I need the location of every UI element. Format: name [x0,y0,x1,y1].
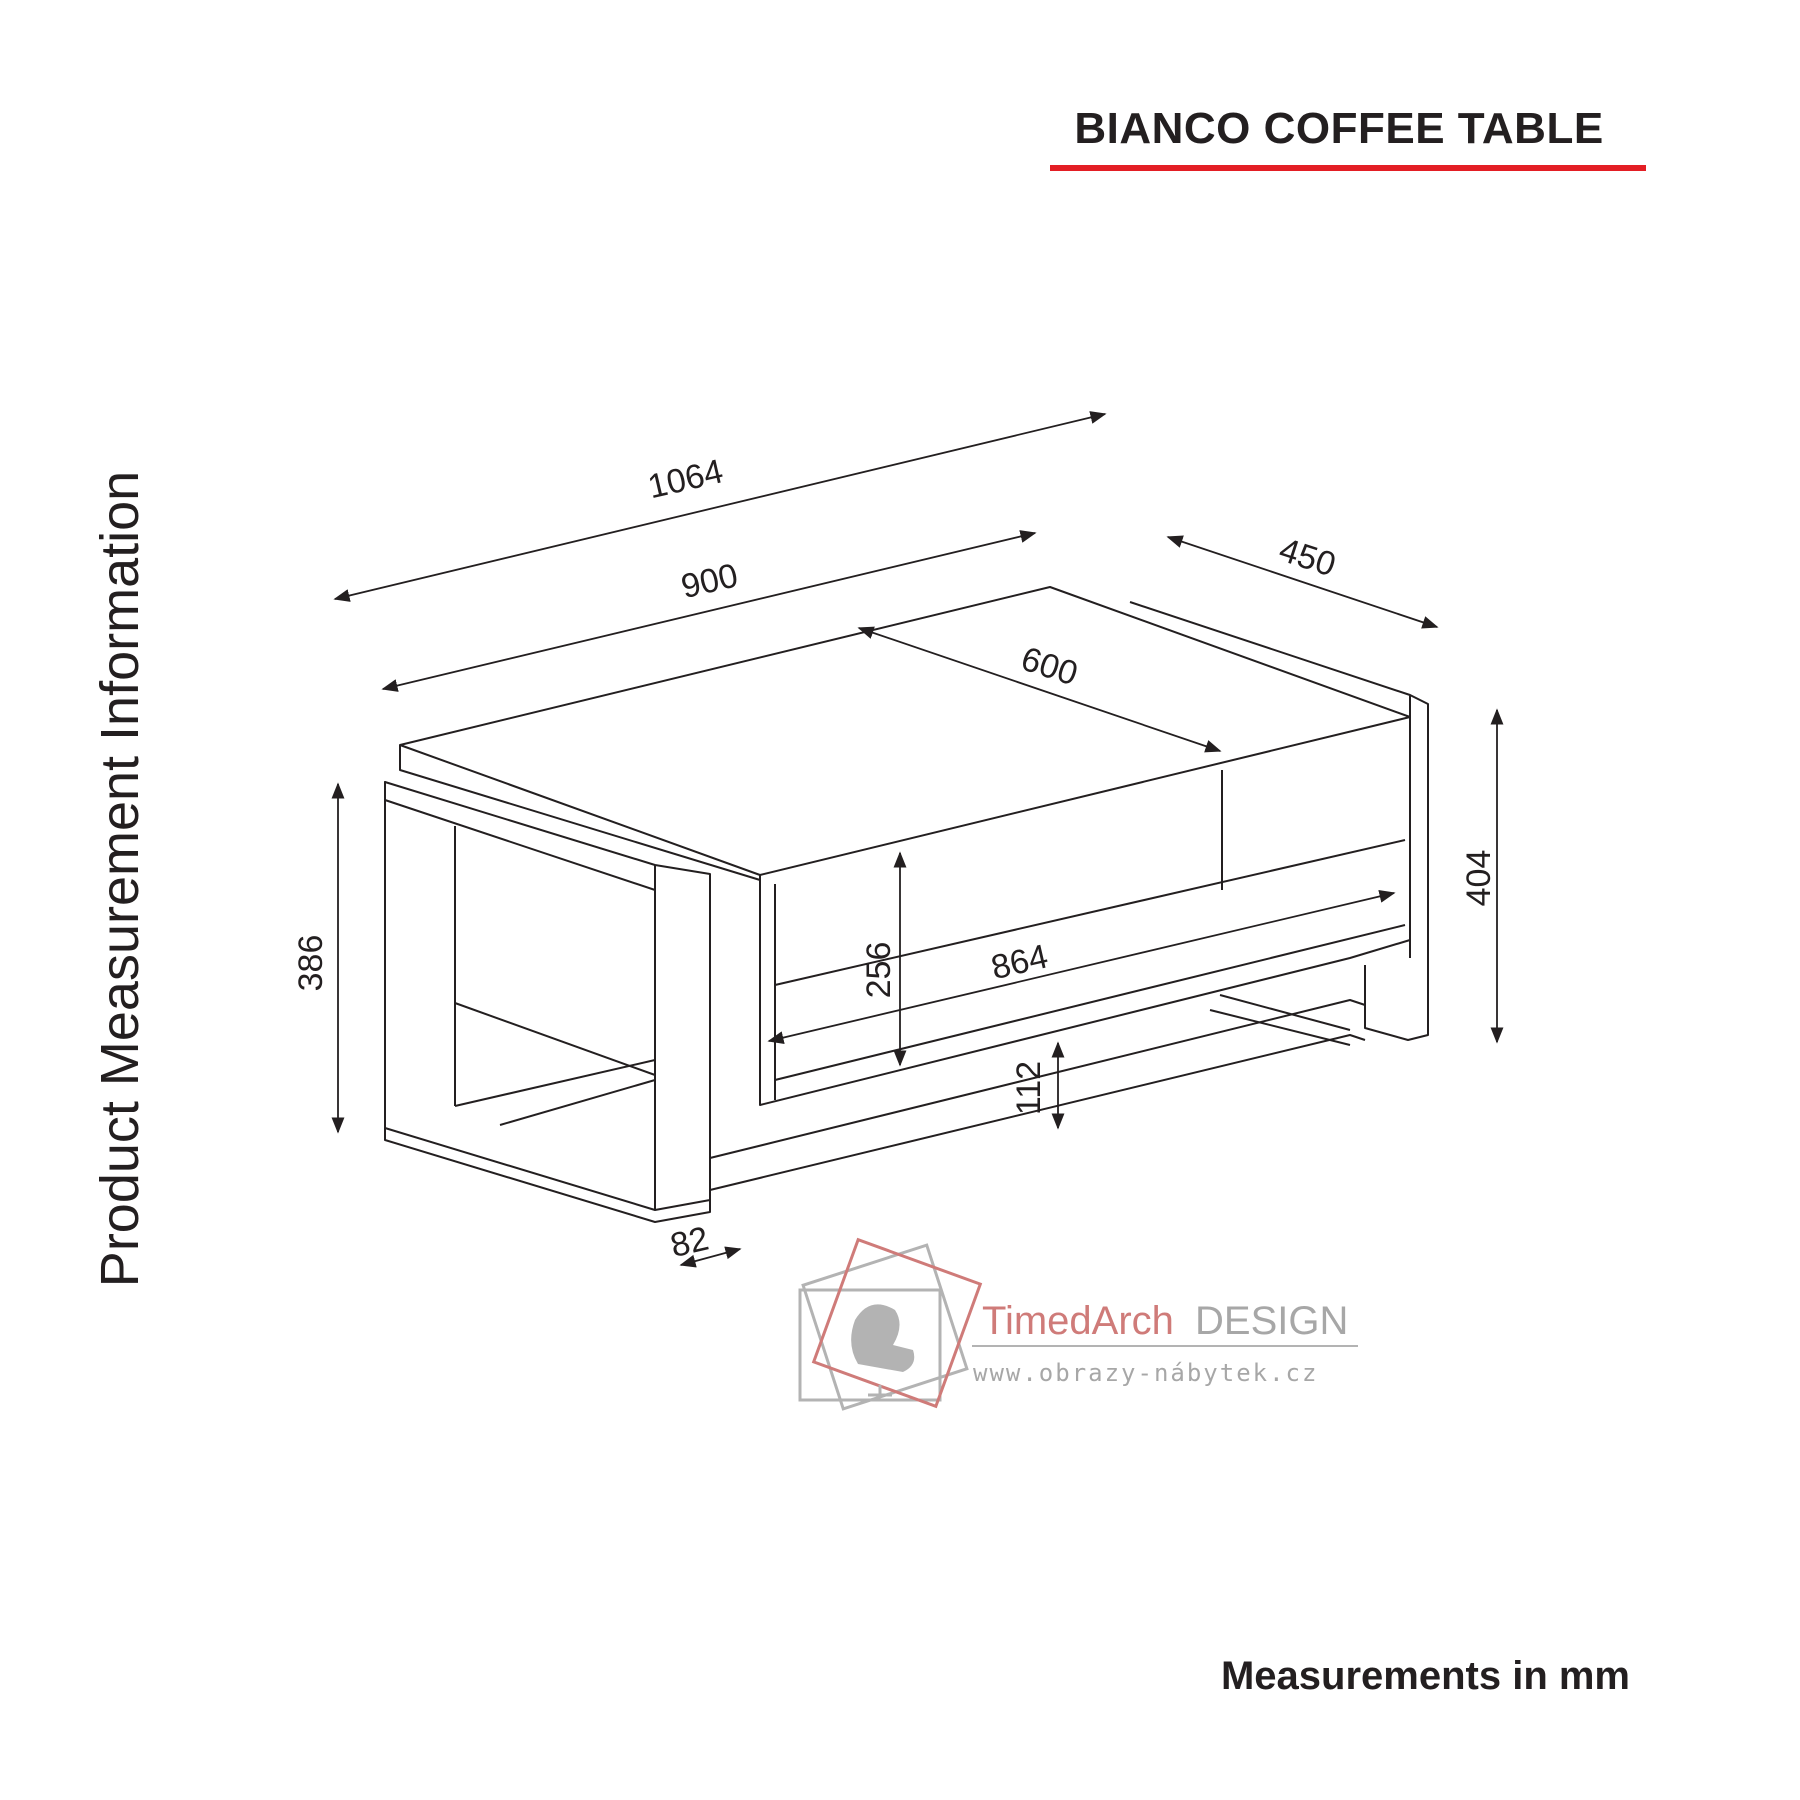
label-top-length: 900 [678,556,742,606]
dim-line-depth [1166,535,1439,629]
watermark: TimedArch DESIGN www.obrazy-nábytek.cz [798,1237,1358,1411]
label-shelf-length: 864 [988,937,1052,987]
measurement-units-note: Measurements in mm [1220,1654,1630,1698]
watermark-url: www.obrazy-nábytek.cz [973,1359,1318,1387]
watermark-brand-part1: TimedArch [982,1299,1174,1343]
table-top [399,586,1411,876]
watermark-brand-part2: DESIGN [1195,1299,1348,1343]
label-floor-clearance: 112 [1010,1061,1048,1115]
table-top-edge [399,745,761,881]
table-outline [384,586,1429,1223]
svg-text:TimedArch DESIGN: TimedArch DESIGN [982,1299,1348,1343]
title-underline [1050,165,1646,171]
label-height-left: 386 [292,935,330,992]
label-height-right: 404 [1460,850,1498,907]
dim-line-top-length [381,530,1037,692]
dim-line-shelf-span [857,626,1222,753]
label-panel-thickness: 82 [667,1220,712,1266]
watermark-logo-icon [798,1237,983,1411]
left-panel [384,781,656,1211]
diagram-title: BIANCO COFFEE TABLE [1074,104,1604,153]
dim-line-shelf-length [767,890,1396,1044]
dimension-lines [331,411,1504,1268]
dim-line-panel-thickness [679,1246,742,1268]
label-shelf-gap: 256 [860,942,898,999]
label-overall-length: 1064 [644,452,726,506]
